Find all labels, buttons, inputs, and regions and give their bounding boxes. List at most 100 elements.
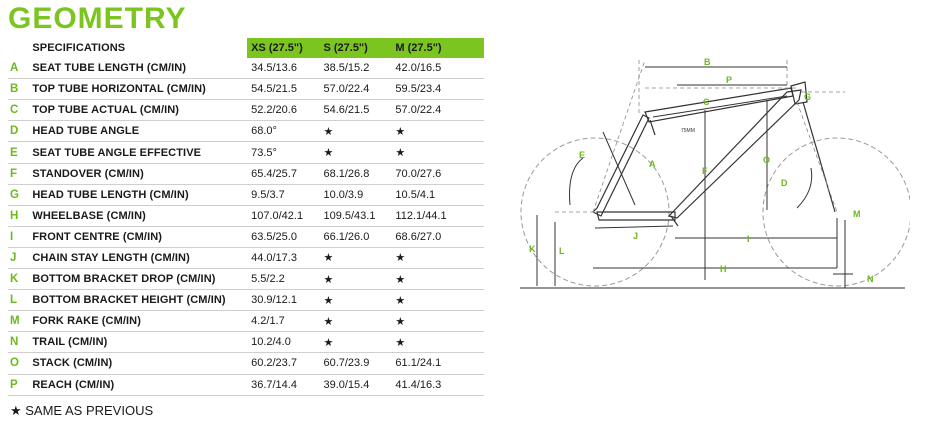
row-value-s: 68.1/26.8 [323,163,396,185]
geometry-table: SPECIFICATIONS XS (27.5") S (27.5") M (2… [8,38,484,396]
diagram-label-e: E [579,150,585,160]
row-value-xs: 65.4/25.7 [247,163,324,185]
row-value-m: 10.5/4.1 [395,184,484,206]
row-value-xs: 10.2/4.0 [247,331,324,354]
row-value-xs: 73.5° [247,141,324,164]
diagram-label-i: I [747,234,750,244]
row-label: TOP TUBE ACTUAL (CM/IN) [32,99,248,122]
diagram-label-c: C [703,97,710,107]
reference-lines [555,59,845,213]
diagram-label-m: M [853,209,861,219]
diagram-label-j: J [633,231,638,241]
row-label: STACK (CM/IN) [32,352,248,375]
footnote: ★ SAME AS PREVIOUS [10,403,154,418]
row-letter: B [8,78,33,101]
row-value-s: ★ [323,120,396,143]
row-letter: P [8,374,33,396]
row-value-xs: 44.0/17.3 [247,247,324,270]
row-label: SEAT TUBE LENGTH (CM/IN) [32,58,248,80]
row-value-s: 57.0/22.4 [323,78,396,101]
row-letter: G [8,184,33,206]
table-header-row: SPECIFICATIONS XS (27.5") S (27.5") M (2… [8,38,484,59]
row-value-m: ★ [395,120,484,143]
row-value-s: ★ [323,331,396,354]
page-title: GEOMETRY [8,2,187,35]
row-value-m: 42.0/16.5 [395,58,484,80]
row-label: HEAD TUBE ANGLE [32,120,248,143]
diagram-label-d: D [781,178,788,188]
bike-frame [591,81,836,227]
row-letter: E [8,141,33,164]
row-value-xs: 52.2/20.6 [247,99,324,122]
diagram-label-l: L [559,246,565,256]
row-letter: I [8,226,33,248]
row-value-xs: 63.5/25.0 [247,226,324,248]
row-value-m: 70.0/27.6 [395,163,484,185]
diagram-label-n: N [867,274,874,284]
row-value-m: ★ [395,310,484,333]
row-value-m: ★ [395,268,484,291]
row-value-xs: 9.5/3.7 [247,184,324,206]
front-wheel [762,137,910,287]
row-value-s: 66.1/26.0 [323,226,396,248]
row-label: CHAIN STAY LENGTH (CM/IN) [32,247,248,270]
row-value-m: 61.1/24.1 [395,352,484,375]
row-label: HEAD TUBE LENGTH (CM/IN) [32,184,248,206]
row-label: SEAT TUBE ANGLE EFFECTIVE [32,141,248,164]
row-letter: H [8,205,33,227]
row-value-m: ★ [395,247,484,270]
bike-geometry-diagram: 75MM B P C G E A F O D M J I K L H N [520,57,910,289]
row-letter: C [8,99,33,122]
row-value-xs: 107.0/42.1 [247,205,324,227]
row-value-s: 10.0/3.9 [323,184,396,206]
row-value-s: 39.0/15.4 [323,374,396,396]
row-label: STANDOVER (CM/IN) [32,163,248,185]
header-specifications: SPECIFICATIONS [32,38,248,59]
row-letter: F [8,163,33,185]
row-value-s: ★ [323,141,396,164]
row-letter: N [8,331,33,354]
row-label: BOTTOM BRACKET DROP (CM/IN) [32,268,248,291]
header-size-m: M (27.5") [395,38,484,59]
diagram-label-p: P [726,75,732,85]
row-letter: L [8,289,33,312]
row-value-m: ★ [395,289,484,312]
row-value-s: ★ [323,247,396,270]
row-letter: K [8,268,33,291]
row-value-s: 38.5/15.2 [323,58,396,80]
diagram-label-g: G [804,92,811,102]
row-value-s: 109.5/43.1 [323,205,396,227]
header-size-xs: XS (27.5") [247,38,324,59]
row-value-s: ★ [323,268,396,291]
diagram-label-k: K [529,244,536,254]
row-value-xs: 54.5/21.5 [247,78,324,101]
row-letter: O [8,352,33,375]
row-value-m: ★ [395,141,484,164]
row-label: REACH (CM/IN) [32,374,248,396]
dimension-lines [536,66,853,288]
header-blank [8,38,33,59]
row-value-xs: 34.5/13.6 [247,58,324,80]
row-value-xs: 36.7/14.4 [247,374,324,396]
row-value-s: ★ [323,310,396,333]
row-label: BOTTOM BRACKET HEIGHT (CM/IN) [32,289,248,312]
row-value-s: 60.7/23.9 [323,352,396,375]
row-value-s: ★ [323,289,396,312]
row-label: TRAIL (CM/IN) [32,331,248,354]
row-value-m: 41.4/16.3 [395,374,484,396]
diagram-label-h: H [720,264,727,274]
